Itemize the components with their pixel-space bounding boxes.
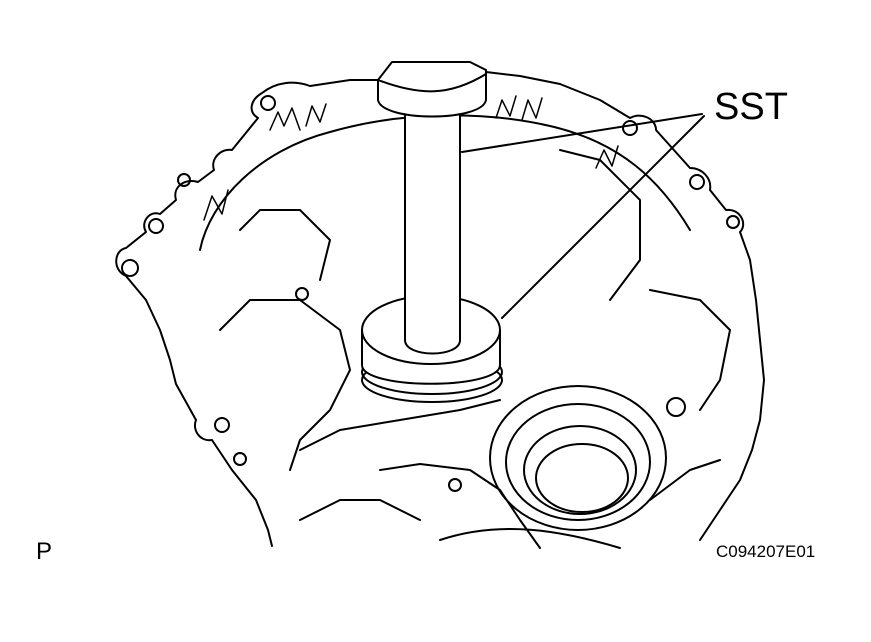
bolt-hole bbox=[148, 218, 164, 234]
bolt-hole bbox=[233, 452, 247, 466]
sst-callout-label: SST bbox=[714, 86, 788, 128]
figure-code: C094207E01 bbox=[716, 542, 816, 561]
case-lower-details bbox=[299, 399, 721, 549]
housing-ribs bbox=[203, 95, 619, 221]
bolt-hole bbox=[121, 259, 139, 277]
bolt-hole bbox=[726, 215, 740, 229]
callout-leaders bbox=[461, 113, 705, 319]
bolt-hole bbox=[689, 174, 705, 190]
bolt-hole bbox=[666, 397, 686, 417]
bearing-bore bbox=[489, 385, 667, 531]
bolt-hole bbox=[448, 478, 462, 492]
bolt-hole bbox=[260, 95, 276, 111]
housing-outline bbox=[115, 71, 765, 547]
bolt-hole bbox=[177, 173, 191, 187]
sst-handle bbox=[377, 61, 487, 118]
bolt-bosses bbox=[121, 95, 740, 492]
bolt-hole bbox=[295, 287, 309, 301]
bolt-hole bbox=[622, 120, 638, 136]
sst-tool bbox=[361, 61, 501, 385]
bolt-hole bbox=[214, 417, 230, 433]
sst-shaft bbox=[404, 109, 461, 355]
corner-label-p: P bbox=[36, 538, 53, 565]
